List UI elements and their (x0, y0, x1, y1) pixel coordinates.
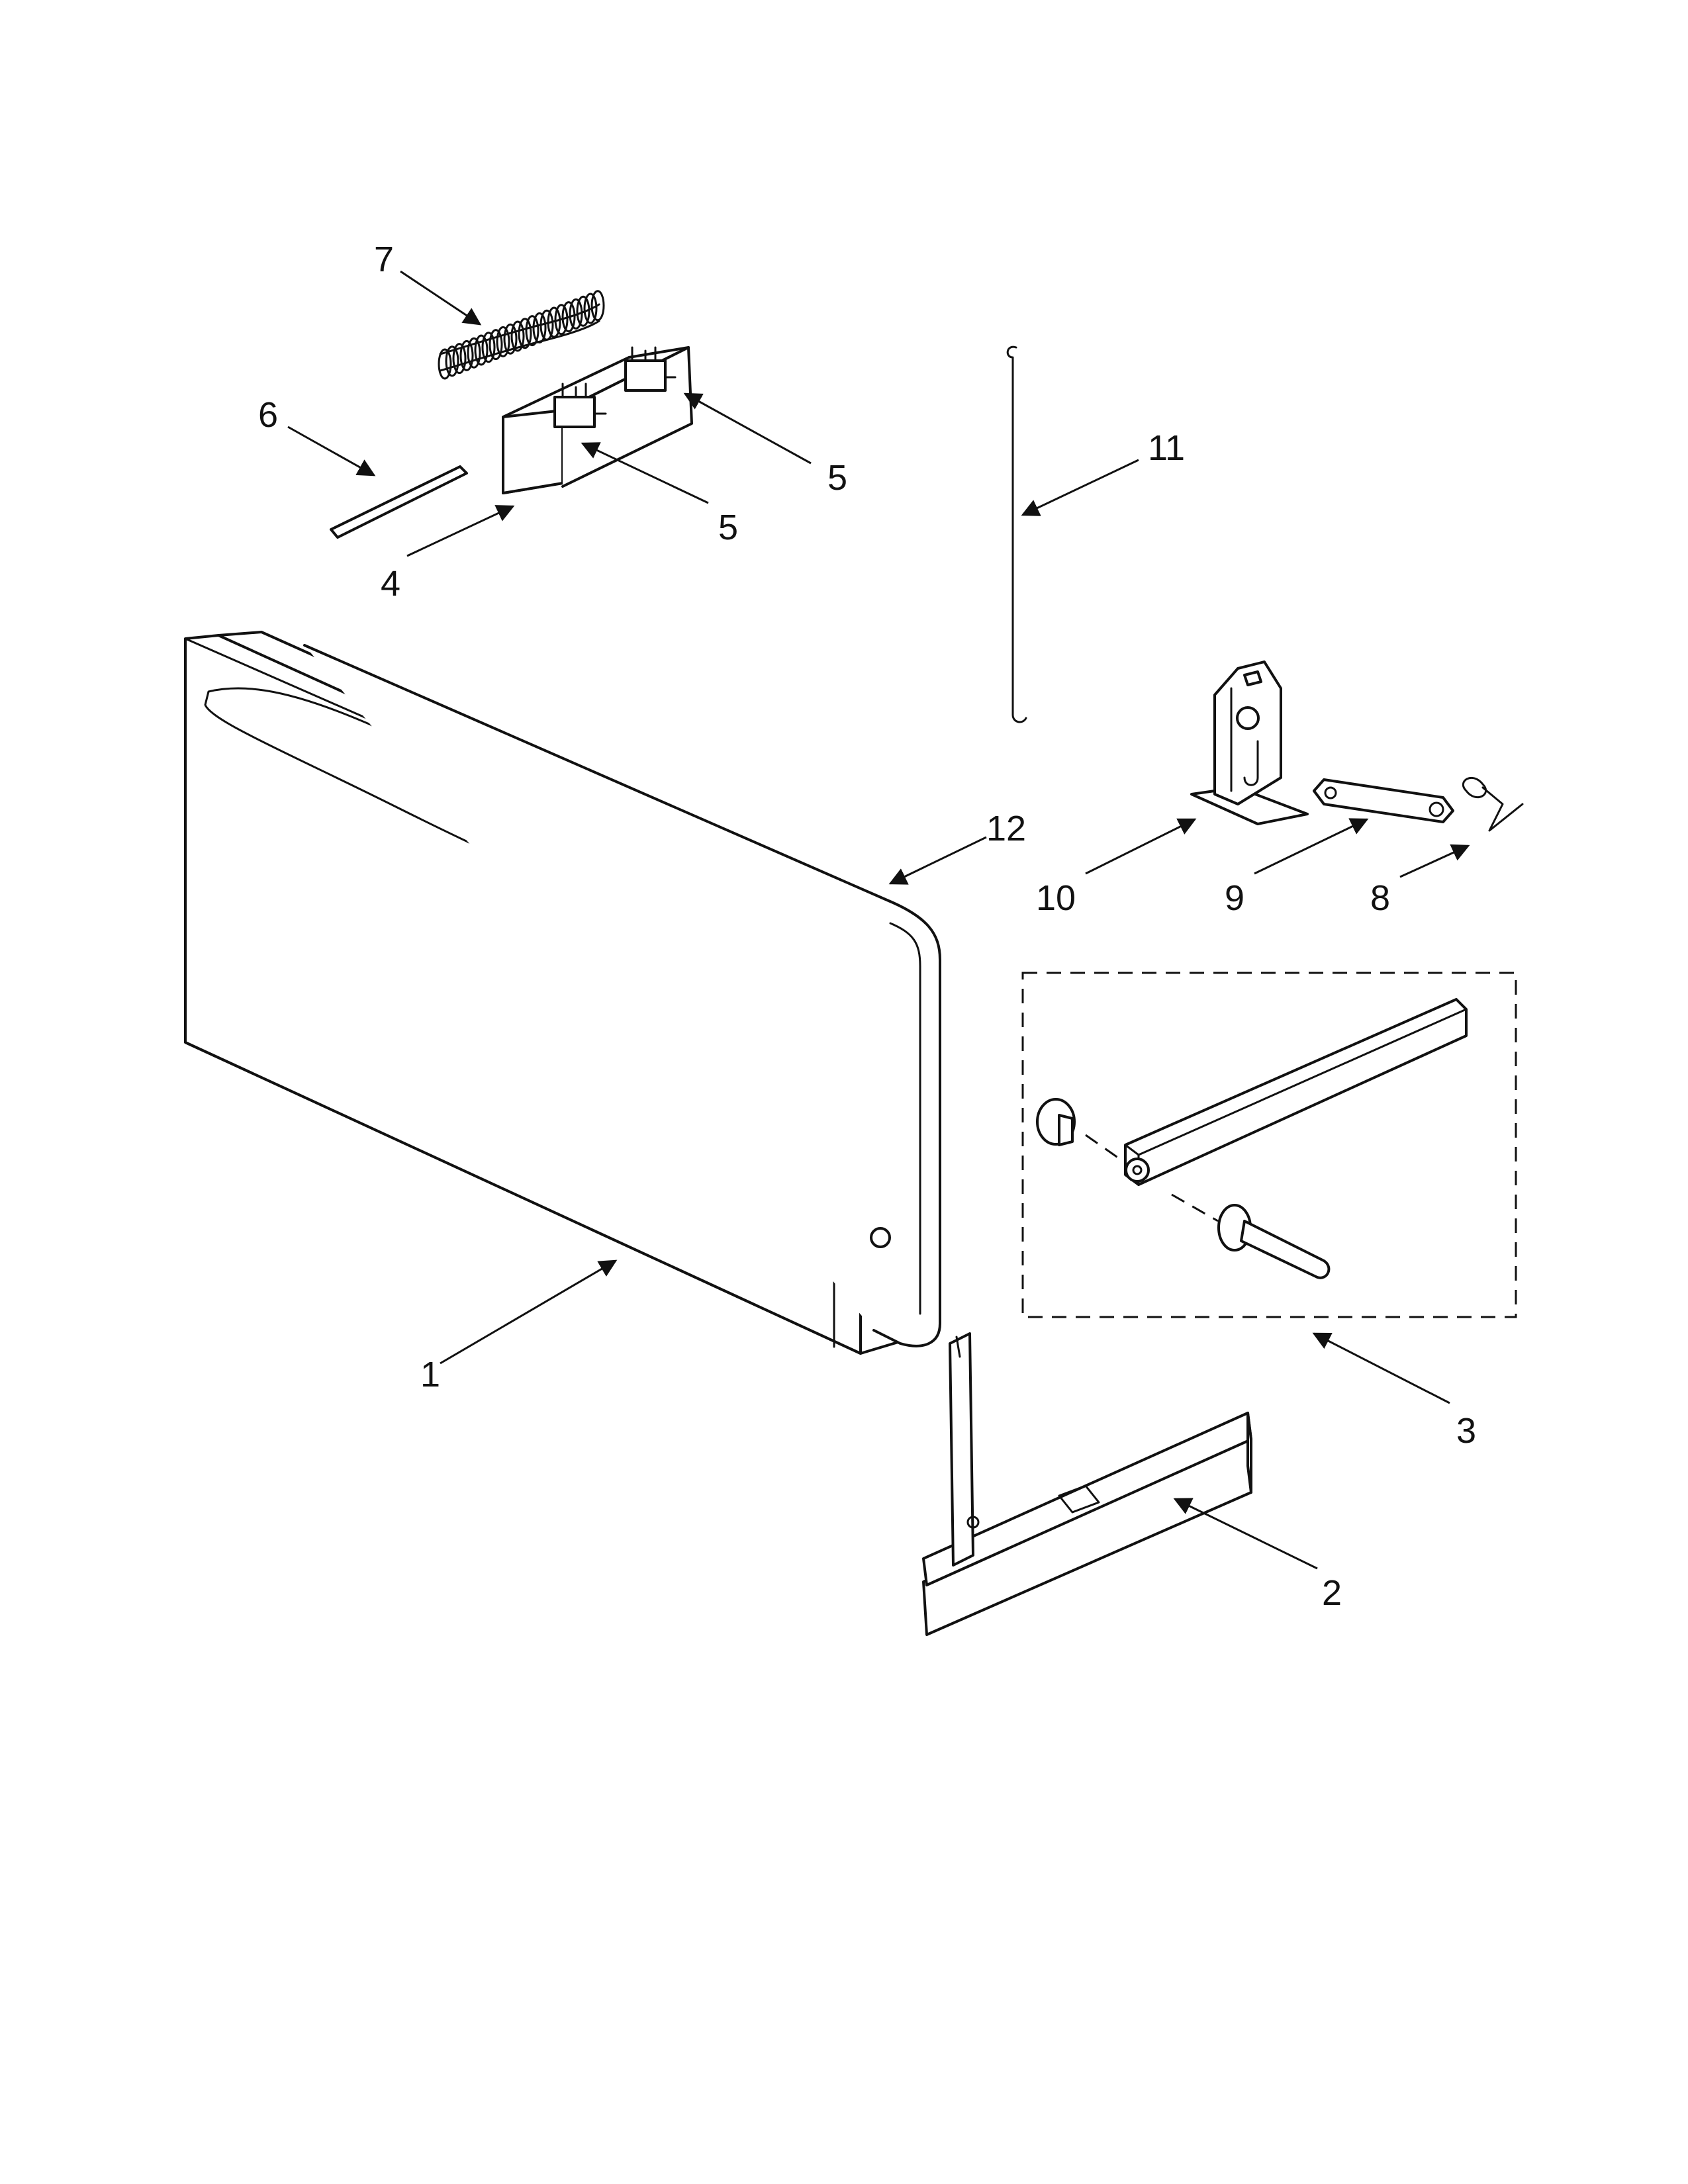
leader-12 (888, 836, 987, 885)
part-11-rod (1006, 345, 1027, 723)
spring-coil-loop (467, 337, 481, 369)
leader-11 (1021, 459, 1139, 516)
callout-1: 1 (420, 1355, 440, 1394)
part-6-strip (330, 465, 468, 539)
part-3-kit (1021, 972, 1517, 1318)
spring-coil-loop (438, 348, 452, 380)
part-5-switch-left (553, 383, 607, 428)
callout-5-upper: 5 (827, 458, 847, 498)
callout-5-lower: 5 (718, 508, 738, 547)
leader-1 (440, 1259, 618, 1365)
leader-6 (287, 426, 376, 477)
spring-coil-loop (554, 304, 569, 336)
leader-2 (1173, 1498, 1318, 1570)
spring-coil-loop (474, 334, 489, 366)
callout-6: 6 (258, 395, 278, 435)
callout-8: 8 (1370, 878, 1390, 918)
spring-coil-loop (489, 329, 503, 361)
leader-9 (1254, 818, 1369, 875)
callout-10: 10 (1036, 878, 1076, 918)
spring-coil-loop (539, 309, 554, 341)
leader-10 (1085, 818, 1197, 875)
part-2-rail (922, 1332, 1252, 1636)
part-9-link-arm (1313, 778, 1454, 823)
spring-coil-loop (561, 301, 576, 333)
spring-coil-loop (496, 326, 510, 357)
callouts: 7 6 4 5 5 11 12 10 9 8 3 2 1 (258, 240, 1476, 1613)
spring-coil-loop (452, 343, 467, 375)
spring-coil-loop (459, 340, 474, 371)
part-12-gasket (303, 644, 941, 1347)
part-5-switch-right (624, 346, 677, 392)
callout-4: 4 (381, 564, 400, 604)
spring-coil-loop (503, 323, 518, 355)
leader-lines (287, 270, 1470, 1570)
spring-coil-loop (445, 345, 459, 377)
spring-coil-loop (518, 318, 532, 349)
part-8-spring-clip (1462, 776, 1524, 832)
leader-5b (683, 392, 812, 465)
spring-coil-loop (590, 290, 605, 322)
callout-7: 7 (374, 240, 394, 279)
spring-coil-loop (481, 332, 496, 363)
spring-coil-loop (569, 298, 583, 330)
callout-12: 12 (986, 809, 1026, 848)
leader-8 (1399, 844, 1470, 878)
spring-coil-loop (510, 320, 525, 352)
part-7-spring (438, 290, 605, 380)
leader-7 (400, 270, 482, 326)
callout-9: 9 (1225, 878, 1244, 918)
spring-coil-loop (525, 315, 539, 347)
leader-3 (1312, 1332, 1450, 1404)
part-10-bracket (1190, 660, 1309, 825)
spring-coil-loop (583, 293, 598, 324)
spring-coil-loop (532, 312, 547, 343)
spring-coil-loop (576, 295, 590, 327)
spring-coil-loop (547, 306, 561, 338)
leader-5a (581, 442, 709, 504)
callout-2: 2 (1322, 1573, 1342, 1613)
callout-3: 3 (1456, 1411, 1476, 1451)
callout-11: 11 (1148, 428, 1185, 468)
leader-4 (406, 505, 515, 557)
